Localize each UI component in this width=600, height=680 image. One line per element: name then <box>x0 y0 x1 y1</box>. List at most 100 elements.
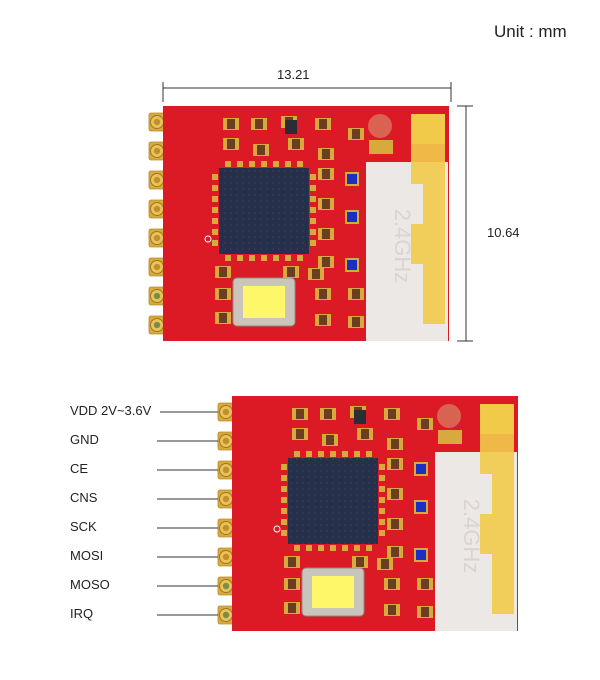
rf-chip <box>288 458 378 544</box>
chip-lead <box>330 545 336 551</box>
chip-lead <box>354 545 360 551</box>
chip-lead <box>306 451 312 457</box>
module-pinout-view: 2.4GHz <box>217 396 518 631</box>
pin-label: VDD 2V~3.6V <box>70 403 152 418</box>
chip-lead <box>379 508 385 514</box>
chip-lead <box>212 196 218 202</box>
status-led <box>437 404 461 428</box>
chip-lead <box>306 545 312 551</box>
smd-component-body <box>322 149 330 159</box>
module-top-view: 2.4GHz <box>148 106 449 341</box>
pin-pad-center <box>153 321 161 329</box>
smd-component-body <box>296 409 304 419</box>
led-pad <box>369 140 393 154</box>
chip-lead <box>281 519 287 525</box>
chip-lead <box>281 486 287 492</box>
pin-pad-center <box>222 408 230 416</box>
pin-pad-center <box>153 263 161 271</box>
status-led <box>368 114 392 138</box>
chip-lead <box>354 451 360 457</box>
chip-lead <box>310 185 316 191</box>
blue-component-core <box>416 464 426 474</box>
chip-lead <box>310 240 316 246</box>
chip-lead <box>281 464 287 470</box>
smd-component-body <box>322 257 330 267</box>
smd-component-body <box>322 169 330 179</box>
pin-label: MOSO <box>70 577 110 592</box>
smd-component-body <box>361 429 369 439</box>
chip-lead <box>379 475 385 481</box>
chip-lead <box>297 255 303 261</box>
pin-label: IRQ <box>70 606 94 621</box>
pin1-marker <box>204 235 212 243</box>
pin-pad-center <box>222 582 230 590</box>
smd-component-body <box>421 579 429 589</box>
chip-lead <box>212 207 218 213</box>
crystal-top <box>312 576 354 608</box>
chip-lead <box>318 545 324 551</box>
chip-lead <box>310 196 316 202</box>
chip-lead <box>237 255 243 261</box>
smd-component-body <box>319 315 327 325</box>
pin-pad-center <box>222 611 230 619</box>
smd-component-body <box>388 605 396 615</box>
pin-pad-center <box>222 495 230 503</box>
smd-component-body <box>352 317 360 327</box>
smd-component-body <box>296 429 304 439</box>
chip-lead <box>342 545 348 551</box>
chip-lead <box>342 451 348 457</box>
chip-lead <box>225 255 231 261</box>
antenna-trace <box>480 404 514 434</box>
chip-lead <box>294 545 300 551</box>
pin-pad-center <box>153 176 161 184</box>
chip-lead <box>212 185 218 191</box>
pin-pad-center <box>222 524 230 532</box>
pin-label: SCK <box>70 519 97 534</box>
smd-component-body <box>227 139 235 149</box>
pin-pad-center <box>153 118 161 126</box>
blue-component-core <box>347 260 357 270</box>
smd-component-body <box>219 313 227 323</box>
smd-component-body <box>287 267 295 277</box>
chip-lead <box>330 451 336 457</box>
smd-component-body <box>219 289 227 299</box>
smd-component-body <box>322 229 330 239</box>
pin1-marker <box>273 525 281 533</box>
smd-component-body <box>421 419 429 429</box>
antenna-trace <box>411 114 445 144</box>
chip-lead <box>212 174 218 180</box>
smd-component-body <box>391 439 399 449</box>
chip-lead <box>212 240 218 246</box>
pin-pad-center <box>222 437 230 445</box>
pin-pad-center <box>222 466 230 474</box>
smd-component-body <box>381 559 389 569</box>
chip-lead <box>281 497 287 503</box>
chip-lead <box>225 161 231 167</box>
pin-label: GND <box>70 432 99 447</box>
chip-lead <box>273 255 279 261</box>
chip-lead <box>285 255 291 261</box>
chip-lead <box>366 545 372 551</box>
smd-component-body <box>319 119 327 129</box>
pin-pad-center <box>153 147 161 155</box>
pin-label: CE <box>70 461 89 476</box>
chip-lead <box>379 464 385 470</box>
smd-component-body <box>324 409 332 419</box>
chip-lead <box>281 475 287 481</box>
rf-chip <box>219 168 309 254</box>
antenna-print: 2.4GHz <box>390 209 415 284</box>
antenna-print: 2.4GHz <box>459 499 484 574</box>
blue-component-core <box>416 550 426 560</box>
smd-component-body <box>288 579 296 589</box>
chip-lead <box>285 161 291 167</box>
pin-pad-center <box>153 205 161 213</box>
height-dimension-line <box>457 105 473 342</box>
crystal-top <box>243 286 285 318</box>
width-dimension-line <box>162 82 452 102</box>
smd-component-body <box>288 557 296 567</box>
height-dimension-label: 10.64 <box>487 225 520 240</box>
chip-lead <box>379 486 385 492</box>
chip-lead <box>310 229 316 235</box>
smd-component-body <box>227 119 235 129</box>
